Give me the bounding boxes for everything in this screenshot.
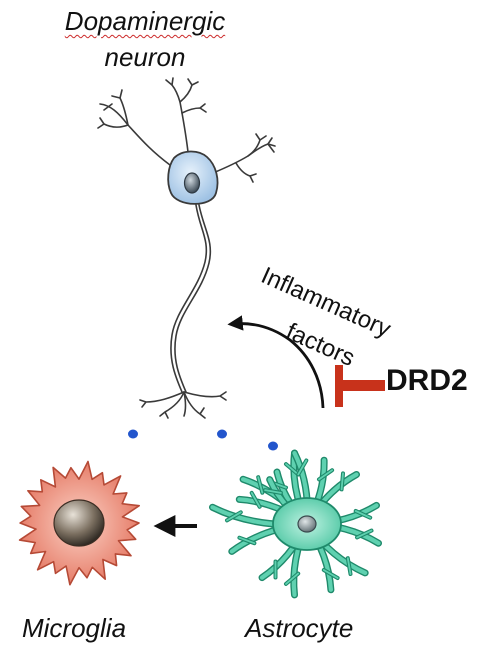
dopaminergic-neuron [97, 77, 276, 419]
dot [128, 429, 138, 439]
astrocyte-label: Astrocyte [245, 613, 354, 643]
astrocyte-cell [209, 449, 382, 599]
signaling-dots [128, 429, 278, 451]
neuron-label-line1: Dopaminergic [64, 6, 226, 36]
neuron-label-line2: neuron [104, 42, 186, 72]
dot [217, 429, 227, 439]
drd2-label: DRD2 [386, 364, 468, 397]
drd2-inhibition-symbol [335, 365, 385, 407]
dot [268, 441, 278, 451]
inflammatory-arrow [227, 315, 325, 409]
microglia-label: Microglia [22, 613, 127, 643]
microglia-cell [18, 460, 140, 586]
